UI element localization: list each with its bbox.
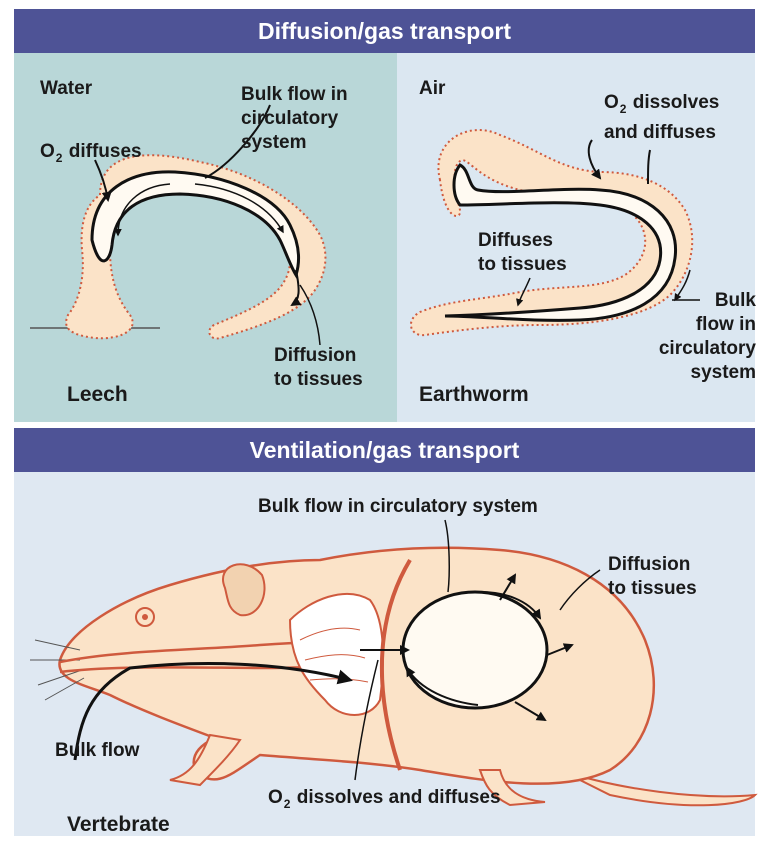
o2-subscript: 2 xyxy=(620,102,627,116)
earthworm-diffuses-label: Diffuses to tissues xyxy=(478,229,567,277)
earthworm-bulk-flow-line-3: circulatory xyxy=(636,337,756,361)
earthworm-o2-line-1: O2 dissolves xyxy=(604,91,719,121)
air-label: Air xyxy=(419,77,445,101)
leech-label: Leech xyxy=(67,383,128,407)
o2-subscript: 2 xyxy=(56,151,63,165)
earthworm-o2-line-2: and diffuses xyxy=(604,121,719,145)
earthworm-o2-label: O2 dissolves and diffuses xyxy=(604,91,719,145)
earthworm-diffuses-line-1: Diffuses xyxy=(478,229,567,253)
vertebrate-bulk-flow-label: Bulk flow xyxy=(55,739,139,763)
leech-diffusion-label: Diffusion to tissues xyxy=(274,344,363,392)
leech-o2-label: O2 diffuses xyxy=(40,140,142,170)
water-label: Water xyxy=(40,77,92,101)
o2-symbol: O xyxy=(604,92,619,113)
vertebrate-diffusion-line-1: Diffusion xyxy=(608,553,697,577)
earthworm-bulk-flow-line-2: flow in xyxy=(636,313,756,337)
leech-diffusion-line-1: Diffusion xyxy=(274,344,363,368)
earthworm-bulk-flow-line-1: Bulk xyxy=(636,289,756,313)
o2-verb: dissolves and diffuses xyxy=(297,787,501,808)
o2-symbol: O xyxy=(268,787,283,808)
earthworm-bulk-flow-label: Bulk flow in circulatory system xyxy=(636,289,756,385)
o2-symbol: O xyxy=(40,141,55,162)
o2-verb: diffuses xyxy=(69,141,142,162)
o2-subscript: 2 xyxy=(284,797,291,811)
earthworm-label: Earthworm xyxy=(419,383,529,407)
leech-bulk-flow-line-1: Bulk flow in xyxy=(241,83,348,107)
vertebrate-bulk-flow-circulatory-label: Bulk flow in circulatory system xyxy=(258,495,538,519)
o2-verb: dissolves xyxy=(633,92,720,113)
earthworm-diffuses-line-2: to tissues xyxy=(478,253,567,277)
leech-bulk-flow-line-2: circulatory xyxy=(241,107,348,131)
leech-bulk-flow-line-3: system xyxy=(241,131,348,155)
earthworm-bulk-flow-line-4: system xyxy=(636,361,756,385)
vertebrate-o2-label: O2 dissolves and diffuses xyxy=(268,786,501,816)
vertebrate-diffusion-line-2: to tissues xyxy=(608,577,697,601)
vertebrate-label: Vertebrate xyxy=(67,813,170,837)
leech-bulk-flow-label: Bulk flow in circulatory system xyxy=(241,83,348,155)
vertebrate-diffusion-label: Diffusion to tissues xyxy=(608,553,697,601)
leech-diffusion-line-2: to tissues xyxy=(274,368,363,392)
